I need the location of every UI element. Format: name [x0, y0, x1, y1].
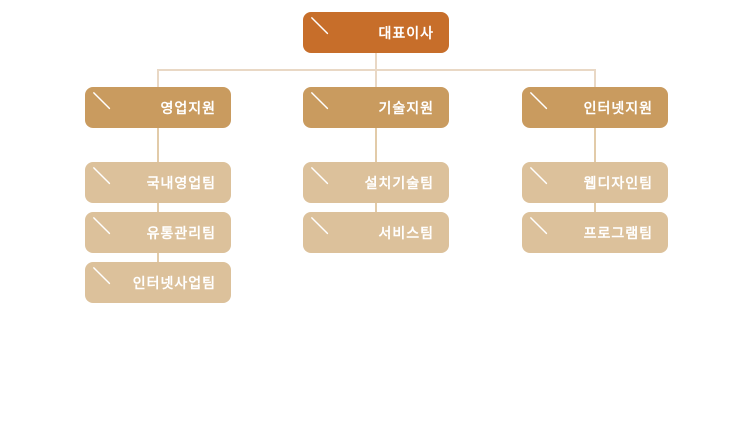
shine-icon: [311, 92, 329, 110]
org-node-distribution-management-team: 유통관리팀: [85, 212, 231, 253]
org-node-internet-business-team: 인터넷사업팀: [85, 262, 231, 303]
connector-root-stem: [375, 53, 377, 70]
connector-drop-tech: [375, 69, 377, 87]
connector-line: [594, 203, 596, 212]
org-node-label: 프로그램팀: [583, 224, 653, 241]
org-node-label: 국내영업팀: [146, 174, 216, 191]
org-node-internet-support: 인터넷지원: [522, 87, 668, 128]
org-node-label: 웹디자인팀: [583, 174, 653, 191]
connector-line: [157, 128, 159, 162]
connector-line: [157, 253, 159, 262]
org-node-program-team: 프로그램팀: [522, 212, 668, 253]
shine-icon: [93, 92, 111, 110]
connector-line: [375, 128, 377, 162]
org-node-label: 설치기술팀: [364, 174, 434, 191]
org-node-label: 유통관리팀: [146, 224, 216, 241]
connector-line: [594, 128, 596, 162]
shine-icon: [530, 217, 548, 235]
shine-icon: [93, 167, 111, 185]
shine-icon: [311, 217, 329, 235]
connector-drop-sales: [157, 69, 159, 87]
org-node-tech-support: 기술지원: [303, 87, 449, 128]
org-node-domestic-sales-team: 국내영업팀: [85, 162, 231, 203]
shine-icon: [93, 217, 111, 235]
org-node-label: 영업지원: [160, 99, 216, 116]
org-node-ceo: 대표이사: [303, 12, 449, 53]
org-node-label: 서비스팀: [378, 224, 434, 241]
org-node-sales-support: 영업지원: [85, 87, 231, 128]
connector-line: [375, 203, 377, 212]
shine-icon: [93, 267, 111, 285]
org-node-service-team: 서비스팀: [303, 212, 449, 253]
shine-icon: [530, 92, 548, 110]
org-node-label: 기술지원: [378, 99, 434, 116]
shine-icon: [530, 167, 548, 185]
org-node-label: 대표이사: [378, 24, 434, 41]
connector-line: [157, 203, 159, 212]
org-node-label: 인터넷사업팀: [132, 274, 216, 291]
connector-drop-internet: [594, 69, 596, 87]
shine-icon: [311, 167, 329, 185]
org-node-installation-tech-team: 설치기술팀: [303, 162, 449, 203]
org-node-label: 인터넷지원: [583, 99, 653, 116]
org-node-web-design-team: 웹디자인팀: [522, 162, 668, 203]
shine-icon: [311, 17, 329, 35]
